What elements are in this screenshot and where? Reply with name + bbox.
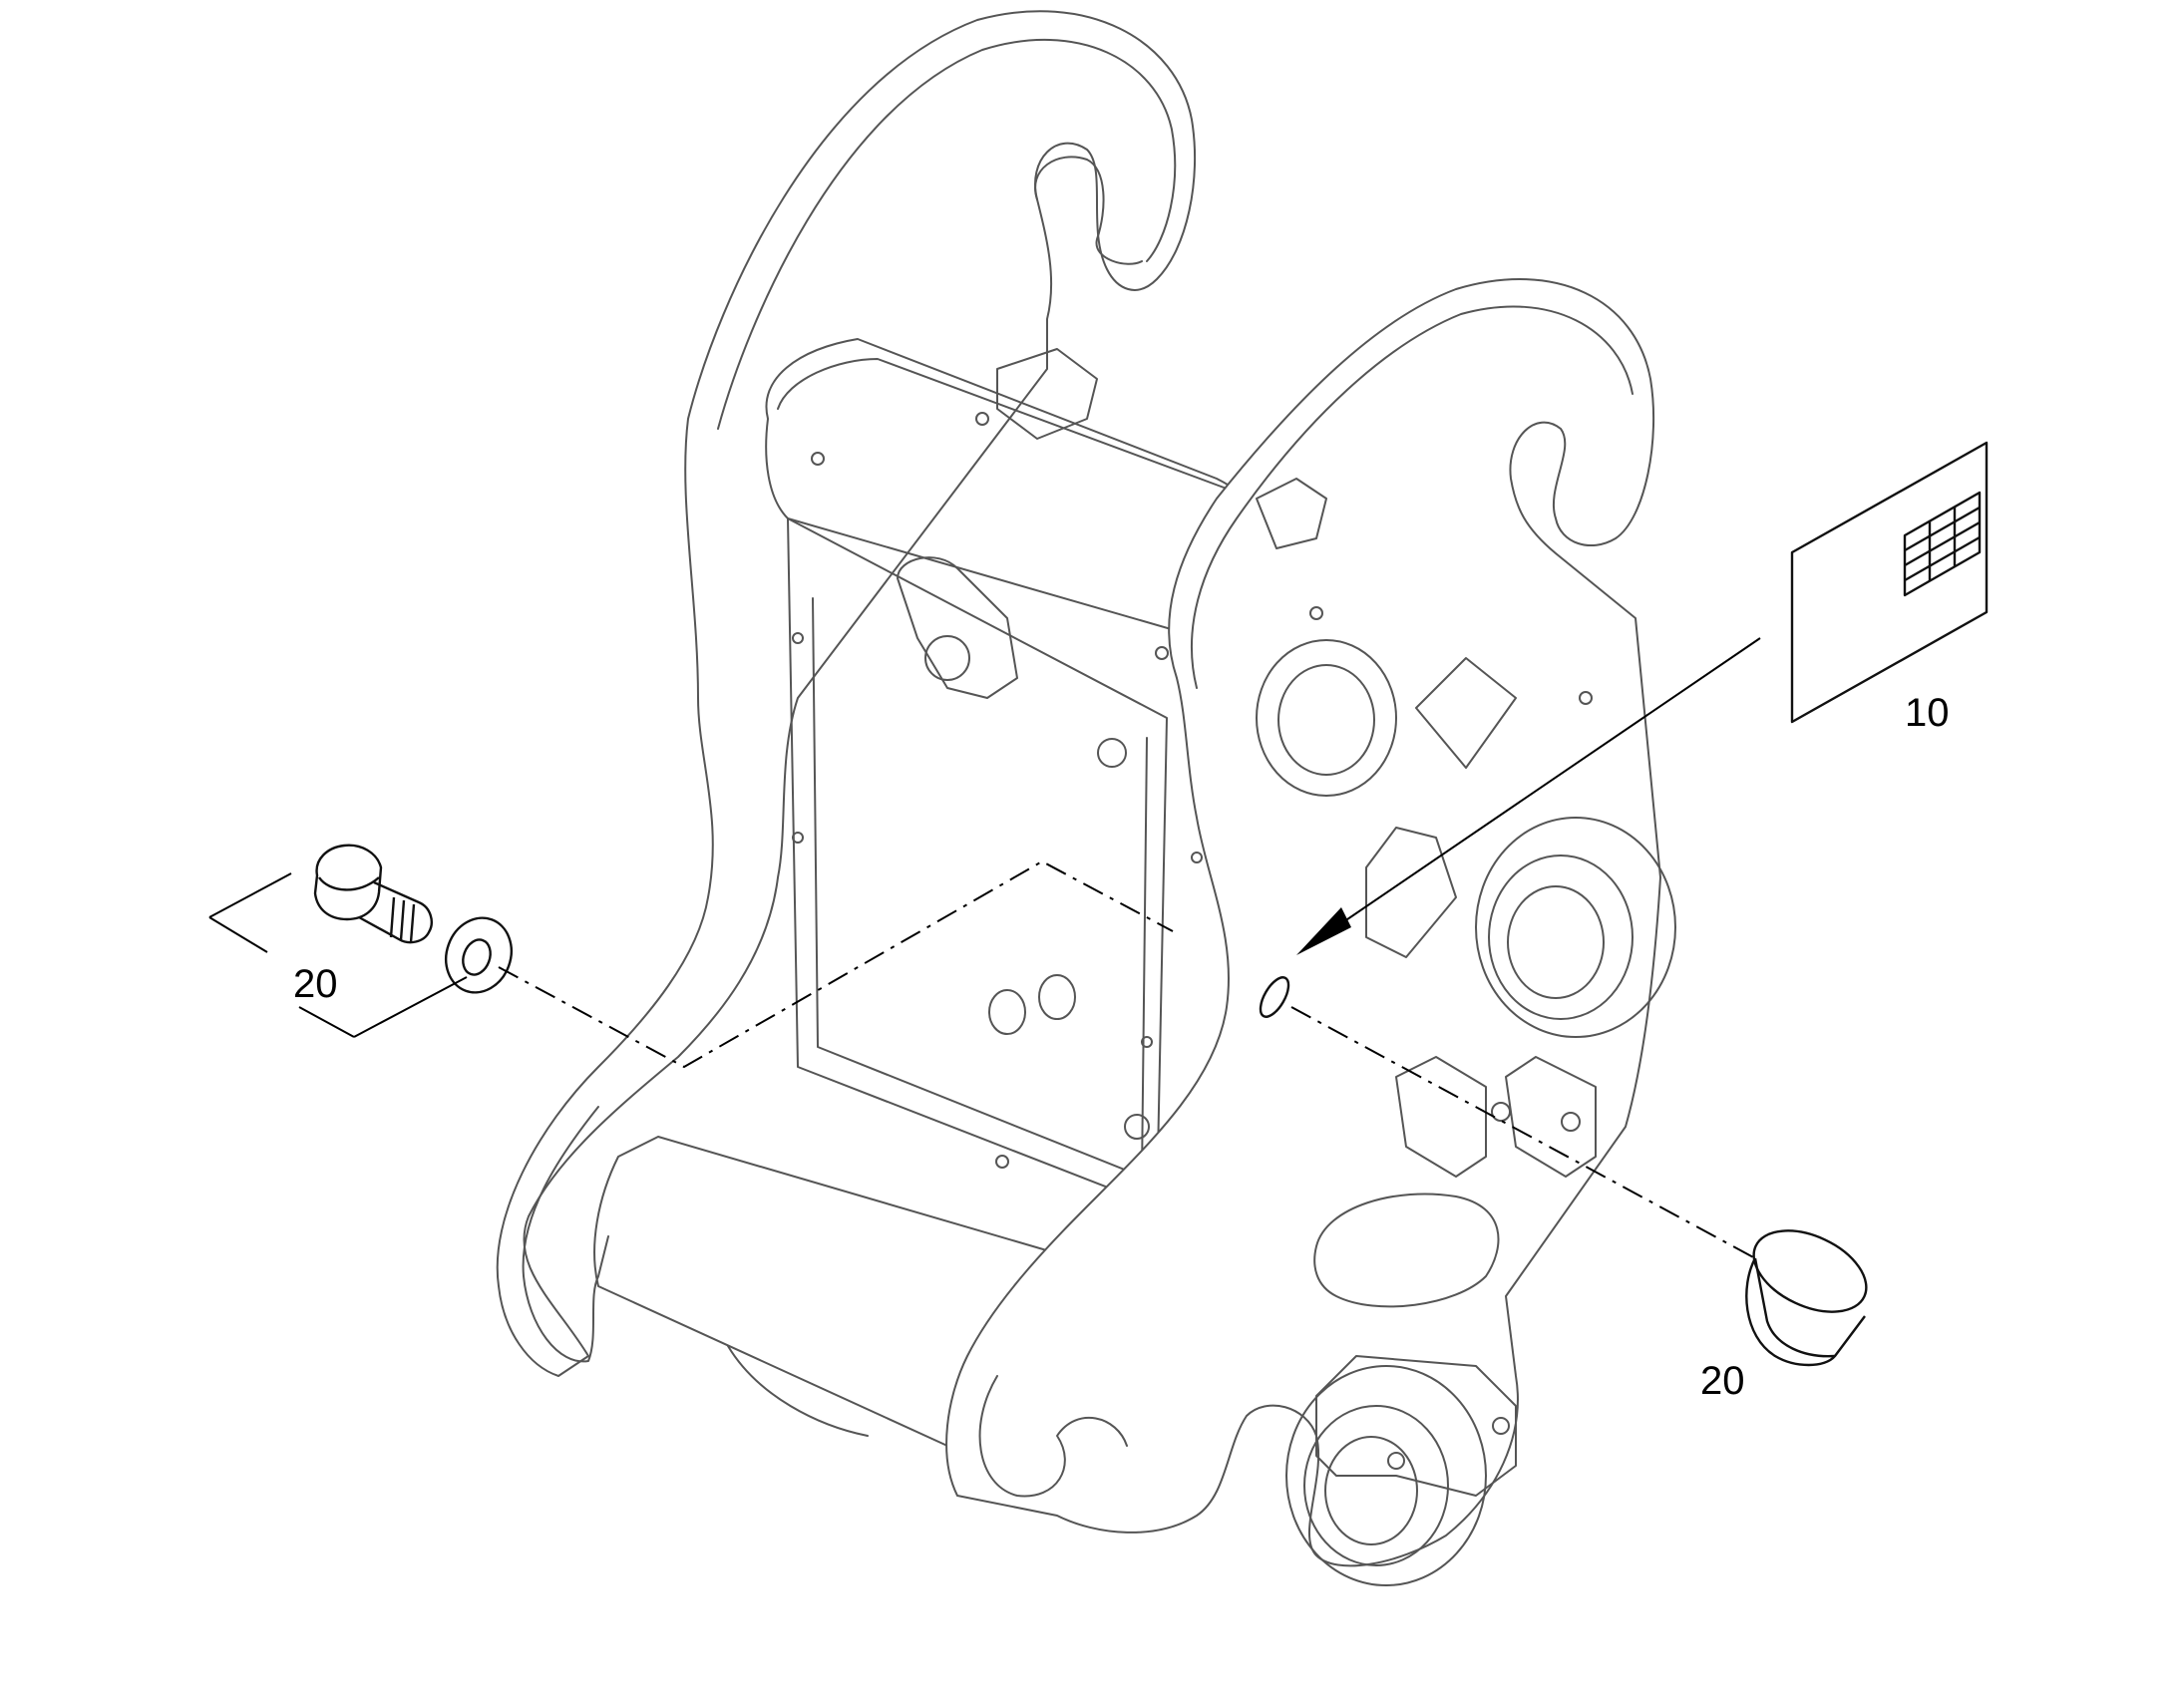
right-side-plate-rim	[1190, 305, 1634, 689]
washer	[445, 916, 513, 994]
rear-web-inner	[812, 597, 1148, 1178]
callout-20-right: 20	[1700, 1359, 1745, 1403]
lug-upper-right	[1505, 1056, 1597, 1178]
bolt-bracket-left	[208, 916, 268, 953]
lower-pin-bore	[1324, 1436, 1418, 1545]
bolt-hole-7	[792, 832, 804, 844]
callout-20-left: 20	[293, 962, 338, 1006]
bolt-bracket-right	[298, 1006, 355, 1038]
o-ring	[1259, 976, 1290, 1018]
lug-hole-1	[1491, 1102, 1511, 1122]
hydraulic-mount-eye	[924, 635, 970, 681]
manual-leader-line	[1305, 637, 1761, 948]
bolt-bracket-lower	[353, 976, 468, 1038]
right-lower-hook	[978, 1375, 1128, 1498]
lower-pin-boss	[1303, 1405, 1449, 1566]
bolt-hole-2	[975, 412, 989, 426]
manual-leader-arrowhead	[1296, 907, 1351, 955]
bolt-assembly-axis	[498, 859, 1174, 1069]
left-hook-upper	[1034, 156, 1143, 265]
operator-manual	[1790, 441, 1989, 724]
end-cap	[1745, 1229, 1868, 1367]
bolt-hole-10	[995, 1155, 1009, 1169]
lug-lower	[1315, 1355, 1517, 1497]
bolt-hole-9	[1141, 1036, 1153, 1048]
bolt-hole-6	[792, 632, 804, 644]
lower-pin-boss-outer	[1285, 1365, 1487, 1586]
lug-lower-hole-2	[1492, 1417, 1510, 1435]
bolt-hole-4	[1309, 606, 1323, 620]
right-side-plate	[945, 278, 1661, 1567]
upper-cross-tube-top	[777, 358, 1228, 490]
oval-access-cover	[1313, 1193, 1500, 1308]
bolt-hole-3	[1155, 646, 1169, 660]
left-side-plate-inner-edge	[717, 38, 1177, 430]
lug-upper-left	[1395, 1056, 1487, 1178]
middle-pin-bore	[1507, 885, 1605, 999]
cap-assembly-axis	[1290, 1006, 1756, 1259]
hydraulic-mount	[897, 556, 1018, 699]
bolt-hole-5	[1579, 691, 1593, 705]
left-lower-hook	[522, 1106, 609, 1363]
bolt-hole-1	[811, 452, 825, 466]
middle-pin-boss-outer	[1475, 817, 1676, 1038]
bolt-hole-8	[1191, 852, 1203, 863]
lug-lower-hole-1	[1387, 1452, 1405, 1470]
cap-screw	[313, 844, 433, 944]
upper-pin-boss	[1256, 639, 1397, 797]
upper-pin-bore	[1277, 664, 1375, 776]
rear-web-plate	[787, 517, 1168, 1207]
manual-title-block	[1903, 491, 1982, 597]
quick-coupler-frame	[496, 10, 1676, 1586]
web-hole-d	[1124, 1114, 1150, 1140]
side-wedge-block	[1365, 827, 1457, 958]
latch-block-mid	[1256, 478, 1327, 549]
web-hole-c	[1097, 738, 1127, 768]
manual-sheet	[1790, 441, 1989, 724]
lower-cross-tube-end	[727, 1345, 869, 1437]
callout-10: 10	[1905, 691, 1950, 735]
lug-hole-2	[1561, 1112, 1581, 1132]
left-side-plate	[496, 10, 1197, 1377]
web-hole-a	[988, 989, 1026, 1035]
diamond-cutout	[1415, 657, 1517, 769]
bolt-bracket-upper	[208, 872, 292, 918]
web-hole-b	[1038, 974, 1076, 1020]
middle-pin-boss	[1488, 854, 1634, 1020]
latch-block-top	[996, 348, 1098, 440]
bolt-and-washer-group	[313, 844, 513, 994]
